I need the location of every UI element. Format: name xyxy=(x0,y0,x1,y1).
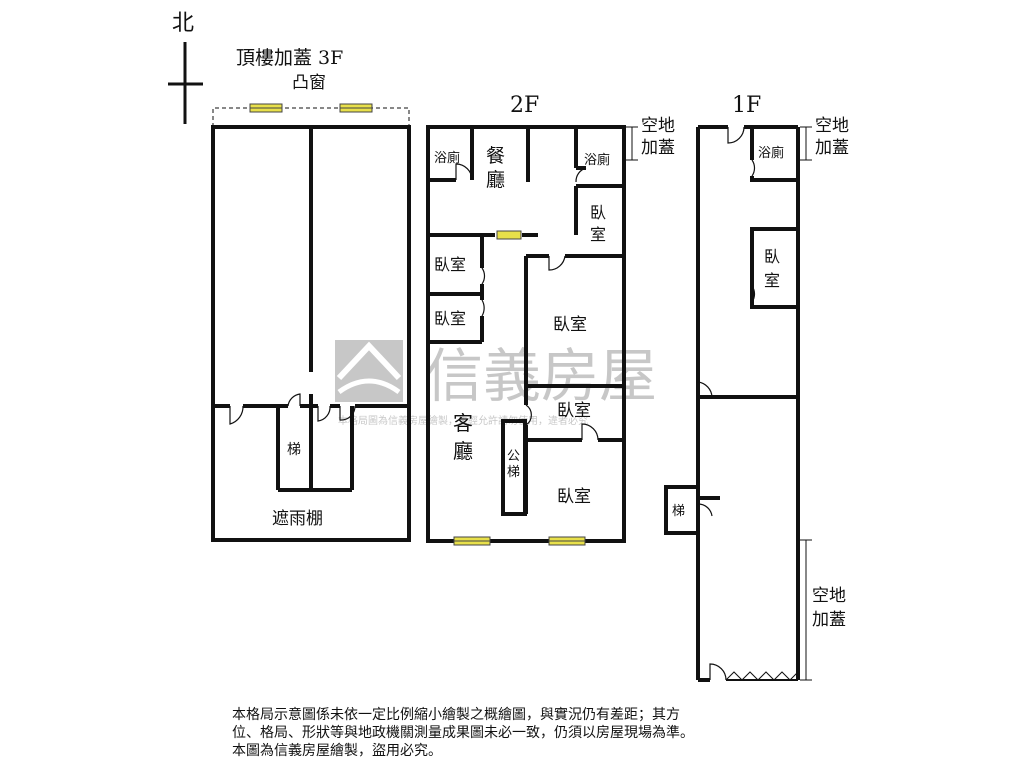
floor-1-annex-dimension xyxy=(800,126,812,681)
north-arrow-icon xyxy=(168,42,203,124)
floor-2-plan xyxy=(426,125,626,543)
floor-2-bath-right: 浴廁 xyxy=(584,152,610,168)
floor-2-doors xyxy=(455,163,599,441)
floor-2-bedroom-mid: 臥室 xyxy=(557,401,591,421)
disclaimer-line-2: 位、格局、形狀等與地政機關測量成果圖未必一致，仍須以房屋現場為準。 xyxy=(232,725,694,741)
floor-2-bedroom-ne: 臥室 xyxy=(590,203,606,244)
bay-window-label: 凸窗 xyxy=(292,73,326,93)
floor-3-doors xyxy=(229,393,356,425)
window-icon xyxy=(496,230,522,240)
floor-2-bedroom-s: 臥室 xyxy=(557,487,591,507)
floor-1-bath: 浴廁 xyxy=(758,145,784,161)
floor-2-bedroom-w1: 臥室 xyxy=(434,255,466,274)
floor-3-title: 頂樓加蓋 3F xyxy=(236,47,343,69)
disclaimer-line-1: 本格局示意圖係未依一定比例縮小繪製之概繪圖，與實況仍有差距；其方 xyxy=(232,707,680,723)
canopy-label: 遮雨棚 xyxy=(272,509,323,529)
floor-1-bedroom: 臥室 xyxy=(764,247,780,290)
floor-1-annex-top: 空地加蓋 xyxy=(815,116,849,158)
floor-2-annex-label: 空地加蓋 xyxy=(641,116,675,158)
watermark-brand: 信義房屋 xyxy=(425,342,657,410)
floor-2-dining: 餐廳 xyxy=(486,145,505,191)
floor-1-stair: 梯 xyxy=(672,504,685,519)
floor-2-bath-left: 浴廁 xyxy=(434,150,460,166)
floor-2-title: 2F xyxy=(510,93,539,118)
floor-2-public-stair: 公梯 xyxy=(507,449,520,480)
floor-1-doors xyxy=(697,126,756,681)
floor-1-annex-side: 空地加蓋 xyxy=(812,586,846,630)
watermark-logo-icon xyxy=(335,340,403,402)
watermark: 信義房屋 本格局圖為信義房屋繪製，未經允許請勿使用，違者必究 xyxy=(335,340,657,427)
disclaimer: 本格局示意圖係未依一定比例縮小繪製之概繪圖，與實況仍有差距；其方 位、格局、形狀… xyxy=(232,706,832,760)
bay-window-outline xyxy=(212,107,410,127)
floor-1-title: 1F xyxy=(732,93,761,118)
floor-2-annex-dimension xyxy=(626,126,638,161)
floor-2-bedroom-center: 臥室 xyxy=(553,315,587,335)
disclaimer-line-3: 本圖為信義房屋繪製，盜用必究。 xyxy=(232,743,442,759)
floor-2-living: 客廳 xyxy=(453,411,473,463)
floor-3-stair-label: 梯 xyxy=(287,442,301,458)
floor-3-plan xyxy=(211,125,411,542)
compass-label: 北 xyxy=(172,11,194,36)
floor-1-plan xyxy=(664,125,800,682)
floor-1-shutter-icon xyxy=(725,671,799,681)
floor-2-bedroom-w2: 臥室 xyxy=(434,309,466,328)
